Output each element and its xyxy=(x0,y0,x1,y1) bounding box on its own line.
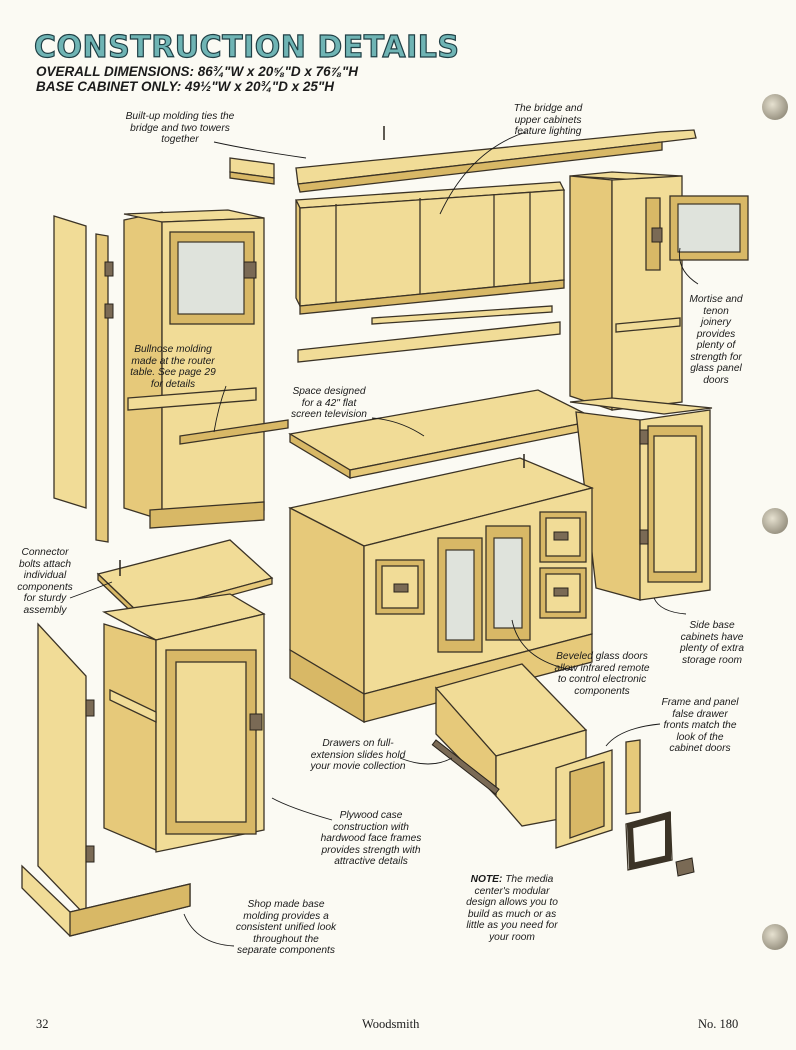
page-number: 32 xyxy=(36,1017,49,1031)
publication-name: Woodsmith xyxy=(362,1017,420,1031)
callout-plywood-case: Plywood case construction with hardwood … xyxy=(320,810,422,867)
callout-bullnose-molding: Bullnose molding made at the router tabl… xyxy=(130,344,216,390)
left-upper-tower xyxy=(123,209,265,529)
left-upper-face-stile xyxy=(95,233,109,543)
callout-frame-panel-drawers: Frame and panel false drawer fronts matc… xyxy=(661,697,739,754)
false-drawer-front-parts xyxy=(555,739,695,877)
built-up-molding xyxy=(229,129,697,193)
callout-tv-space: Space designed for a 42" flat screen tel… xyxy=(291,386,367,420)
base-molding xyxy=(21,864,191,937)
hinge-icon xyxy=(85,845,95,863)
note-label: NOTE: xyxy=(470,874,503,885)
callout-mortise-tenon: Mortise and tenon joinery provides plent… xyxy=(689,294,743,386)
bridge-upper-cabinet xyxy=(294,181,566,315)
binder-hole-bottom xyxy=(762,924,788,950)
right-upper-tower xyxy=(569,171,749,411)
binder-hole-middle xyxy=(762,508,788,534)
callout-connector-bolts: Connector bolts attach individual compon… xyxy=(17,547,73,616)
hinge-icon xyxy=(104,303,114,319)
issue-number: No. 180 xyxy=(698,1017,739,1031)
dimensions-block: OVERALL DIMENSIONS: 86¾"W x 20⅝"D x 76⅞"… xyxy=(36,64,358,94)
bridge-bottom-panel xyxy=(297,321,561,363)
callout-drawers-slides: Drawers on full-extension slides hold yo… xyxy=(310,738,406,772)
binder-hole-top xyxy=(762,94,788,120)
note-text: The media center's modular design allows… xyxy=(466,874,558,943)
callout-base-molding: Shop made base molding provides a consis… xyxy=(235,899,337,956)
bullnose-molding xyxy=(179,419,289,445)
overall-dimensions: OVERALL DIMENSIONS: 86¾"W x 20⅝"D x 76⅞"… xyxy=(36,64,359,79)
left-upper-side-panel xyxy=(53,215,87,509)
callout-beveled-glass: Beveled glass doors allow infrared remot… xyxy=(554,651,650,697)
page-title: CONSTRUCTION DETAILS xyxy=(33,29,460,65)
bridge-shelf xyxy=(371,305,553,325)
right-base-cabinet xyxy=(569,397,713,601)
callout-built-up-molding: Built-up molding ties the bridge and two… xyxy=(125,111,235,145)
callout-side-base-cabinets: Side base cabinets have plenty of extra … xyxy=(680,620,744,666)
hinge-icon xyxy=(104,261,114,277)
center-base-cabinet xyxy=(288,457,595,724)
left-lower-side-panel xyxy=(37,622,87,918)
hinge-icon xyxy=(85,699,95,717)
callout-bridge-lighting: The bridge and upper cabinets feature li… xyxy=(513,103,583,137)
base-cabinet-dimensions: BASE CABINET ONLY: 49½"W x 20¾"D x 25"H xyxy=(36,79,335,94)
left-base-cabinet xyxy=(96,539,274,853)
note-block: NOTE: The media center's modular design … xyxy=(460,874,564,943)
